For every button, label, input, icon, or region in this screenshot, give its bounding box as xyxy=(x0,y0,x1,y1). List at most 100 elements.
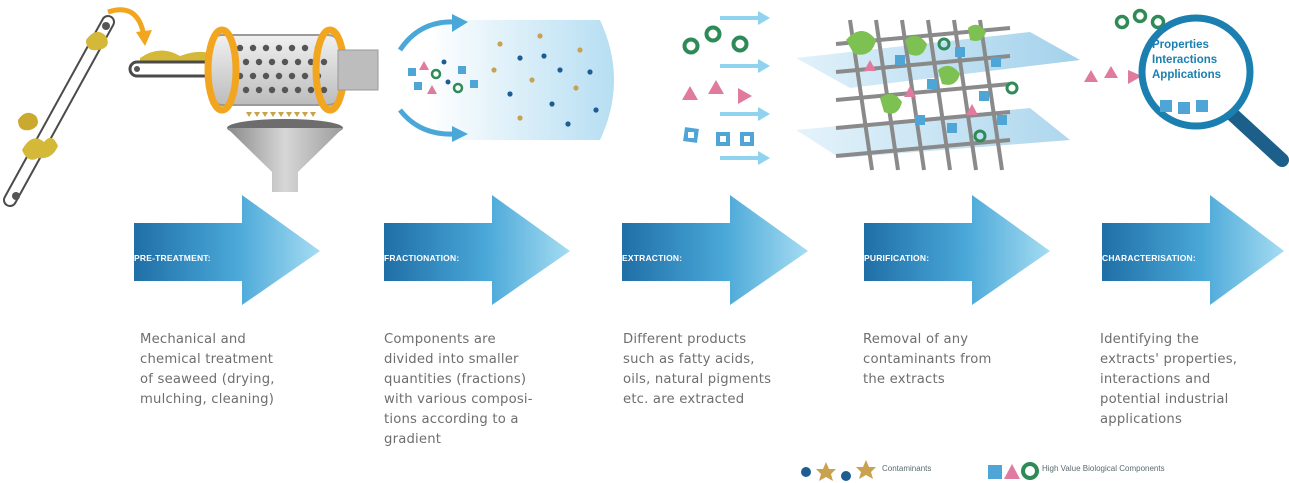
mixed-component xyxy=(408,68,416,76)
separated-particle xyxy=(593,107,599,113)
mixed-component xyxy=(419,61,429,70)
extraction-illustration xyxy=(682,11,770,165)
contaminant-star-icon xyxy=(816,462,836,481)
stage-characterisation: CHARACTERISATION: xyxy=(1100,195,1289,305)
stage-arrow xyxy=(622,195,808,305)
trapped-square xyxy=(895,55,905,65)
drum-hole xyxy=(301,44,309,52)
trapped-square xyxy=(979,91,989,101)
drum-hole xyxy=(262,72,270,80)
bottom-curve-arrow xyxy=(398,108,457,137)
trapped-ring xyxy=(1005,81,1019,95)
stage-arrow xyxy=(384,195,570,305)
drum-hole xyxy=(249,72,257,80)
mixed-component xyxy=(441,59,447,65)
drum-hole xyxy=(275,72,283,80)
trapped-square xyxy=(991,57,1001,67)
stage-description: Components are divided into smaller quan… xyxy=(384,332,533,447)
input-curve-arrow xyxy=(107,7,147,37)
mixed-component xyxy=(470,80,478,88)
drum-hole xyxy=(255,86,263,94)
stage-label: PURIFICATION: xyxy=(864,253,930,263)
trapped-square xyxy=(915,115,925,125)
drum-hole xyxy=(262,44,270,52)
stage-arrow xyxy=(1102,195,1284,305)
drum-hole xyxy=(301,72,309,80)
conveyor-belt xyxy=(3,15,115,207)
stage-label: CHARACTERISATION: xyxy=(1102,253,1196,263)
stage-arrow xyxy=(864,195,1050,305)
magnifier-squares xyxy=(1160,100,1208,114)
falling-particle xyxy=(286,112,292,117)
falling-particle xyxy=(246,112,252,117)
component-square-icon xyxy=(988,465,1002,479)
mixed-component xyxy=(414,82,422,90)
pretreatment-illustration xyxy=(3,7,379,207)
separation-tube xyxy=(427,20,614,140)
drum-hole xyxy=(288,44,296,52)
drum-hole xyxy=(307,58,315,66)
flow-arrowhead xyxy=(758,151,770,165)
magnifier-lens xyxy=(1138,14,1254,130)
stage-description: Removal of any contaminants from the ext… xyxy=(863,332,992,387)
legend-label: High Value Biological Components xyxy=(1042,464,1165,473)
mesh-wire xyxy=(835,82,1011,102)
drum-hole xyxy=(242,58,250,66)
blue-square-group xyxy=(683,127,754,146)
magnifier-line: Applications xyxy=(1152,69,1222,81)
rotating-drum xyxy=(204,26,379,114)
separated-particle xyxy=(491,67,497,73)
green-ring-group xyxy=(682,25,749,55)
top-curve-arrow xyxy=(397,19,457,52)
falling-particle xyxy=(262,112,268,117)
purification-illustration xyxy=(796,19,1080,171)
falling-particle xyxy=(302,112,308,117)
stage-arrow xyxy=(134,195,320,305)
drum-hole xyxy=(307,86,315,94)
stage-label: PRE-TREATMENT: xyxy=(134,253,211,263)
stage-pretreatment: PRE-TREATMENT: xyxy=(132,195,372,305)
separated-particle xyxy=(537,33,543,39)
separated-particle xyxy=(557,67,563,73)
contaminant-dot-icon xyxy=(801,467,811,477)
stage-description: Identifying the extracts' properties, in… xyxy=(1100,332,1238,427)
separated-particle xyxy=(577,47,583,53)
trapped-ring xyxy=(937,37,951,51)
mixed-component xyxy=(445,79,451,85)
mesh-wire xyxy=(835,138,1011,158)
drum-hole xyxy=(320,86,328,94)
legend-icons xyxy=(801,460,1039,481)
drum-hole xyxy=(255,58,263,66)
trapped-square xyxy=(927,79,937,89)
flow-arrow xyxy=(720,64,758,68)
drum-hole xyxy=(236,44,244,52)
mixed-component xyxy=(430,68,442,80)
characterisation-illustration xyxy=(1084,8,1289,167)
magnifier-handle xyxy=(1225,107,1289,167)
drum-hole xyxy=(288,72,296,80)
leaf-fragments xyxy=(846,24,986,114)
magnifier-green-rings xyxy=(1114,8,1166,30)
separated-particle xyxy=(565,121,571,127)
mixed-component xyxy=(452,82,464,94)
flow-arrowhead xyxy=(758,59,770,73)
separated-particle xyxy=(549,101,555,107)
separated-particle xyxy=(497,41,503,47)
input-curve-arrowhead xyxy=(136,30,152,46)
stage-label: FRACTIONATION: xyxy=(384,253,460,263)
separated-particle xyxy=(541,53,547,59)
component-triangle-icon xyxy=(1004,464,1020,479)
flow-arrow xyxy=(720,16,758,20)
drum-hole xyxy=(294,58,302,66)
stage-extraction: EXTRACTION: xyxy=(620,195,860,305)
magnifier-line: Properties xyxy=(1152,39,1209,51)
falling-particle xyxy=(294,112,300,117)
trapped-square xyxy=(947,123,957,133)
separated-particle xyxy=(507,91,513,97)
flow-arrow xyxy=(720,112,758,116)
drum-hole xyxy=(281,86,289,94)
falling-particle xyxy=(278,112,284,117)
trapped-triangle xyxy=(904,86,916,97)
drum-hole xyxy=(281,58,289,66)
